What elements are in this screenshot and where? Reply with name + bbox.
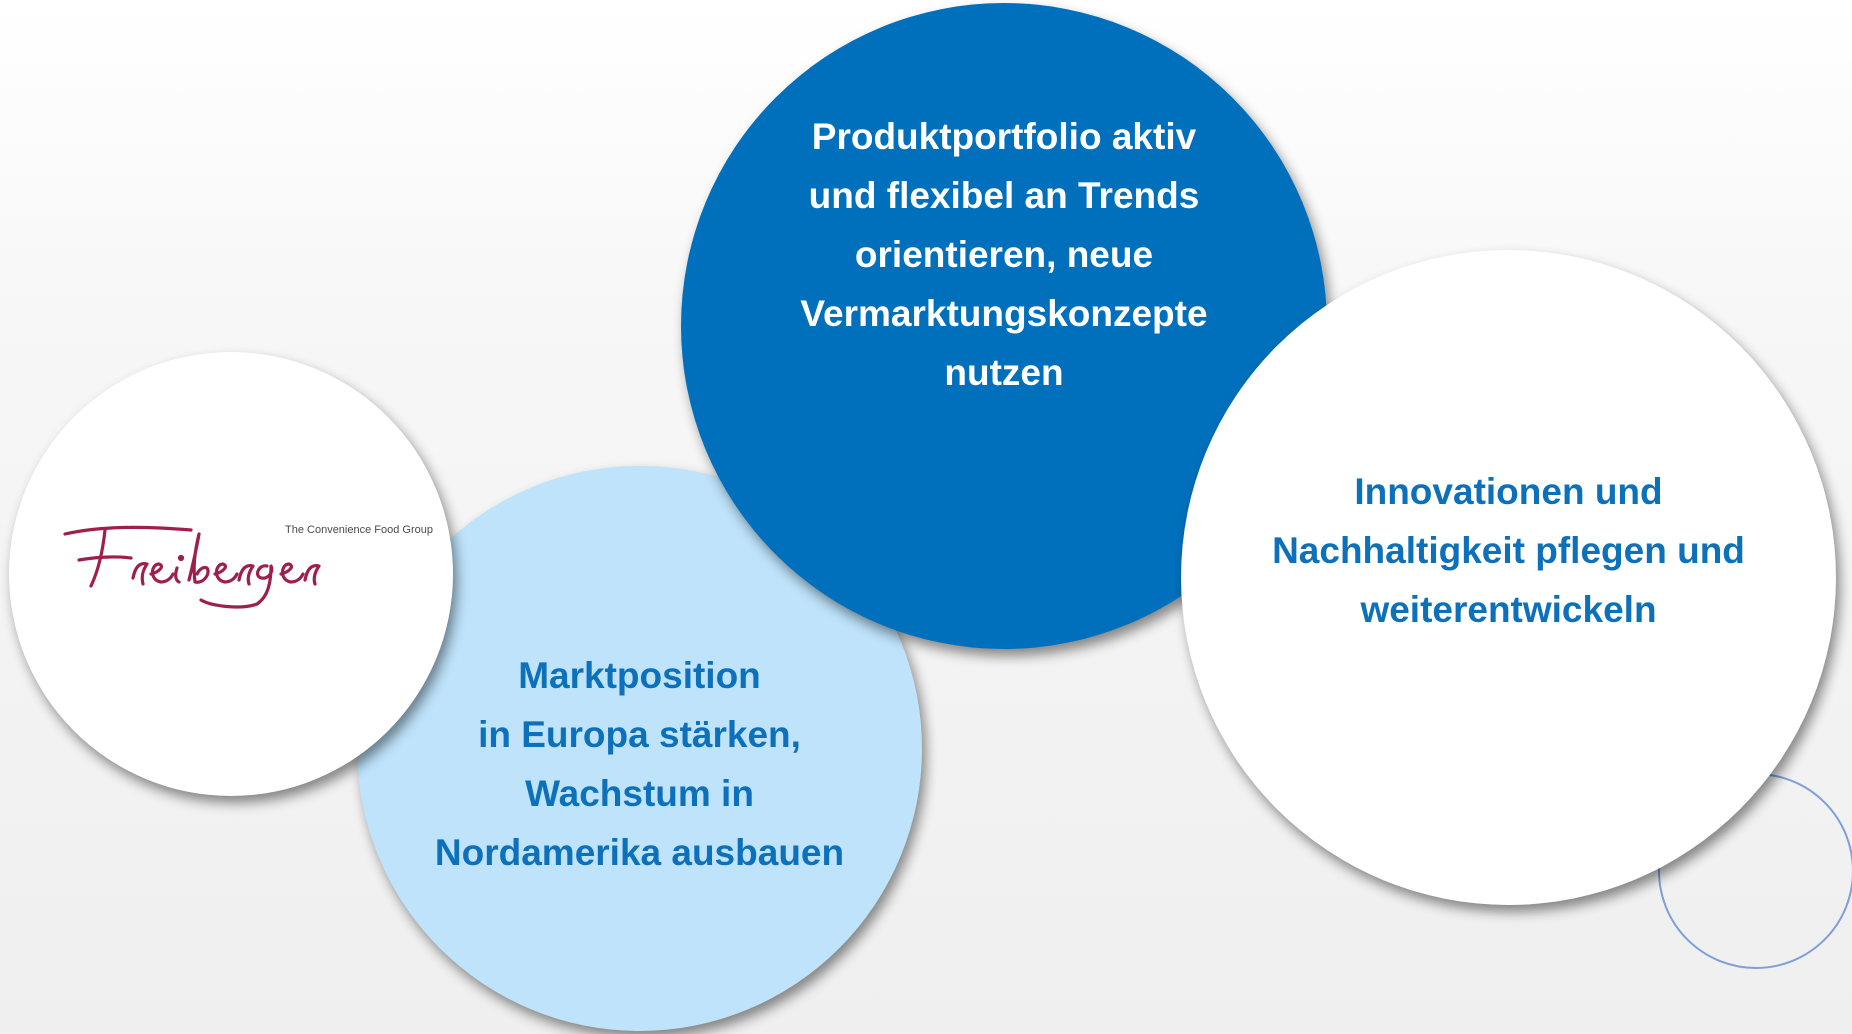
product-portfolio-text: Produktportfolio aktiv und flexibel an T… — [800, 115, 1208, 393]
freiberger-script-icon — [63, 525, 321, 609]
freiberger-logo: The Convenience Food Group — [61, 514, 433, 614]
circle-innovation: Innovationen und Nachhaltigkeit pflegen … — [1181, 250, 1836, 905]
innovation-text: Innovationen und Nachhaltigkeit pflegen … — [1272, 471, 1745, 630]
logo-tagline: The Convenience Food Group — [285, 524, 433, 536]
circle-logo: The Convenience Food Group — [9, 352, 453, 796]
market-position-text: Marktposition in Europa stärken, Wachstu… — [434, 654, 845, 873]
